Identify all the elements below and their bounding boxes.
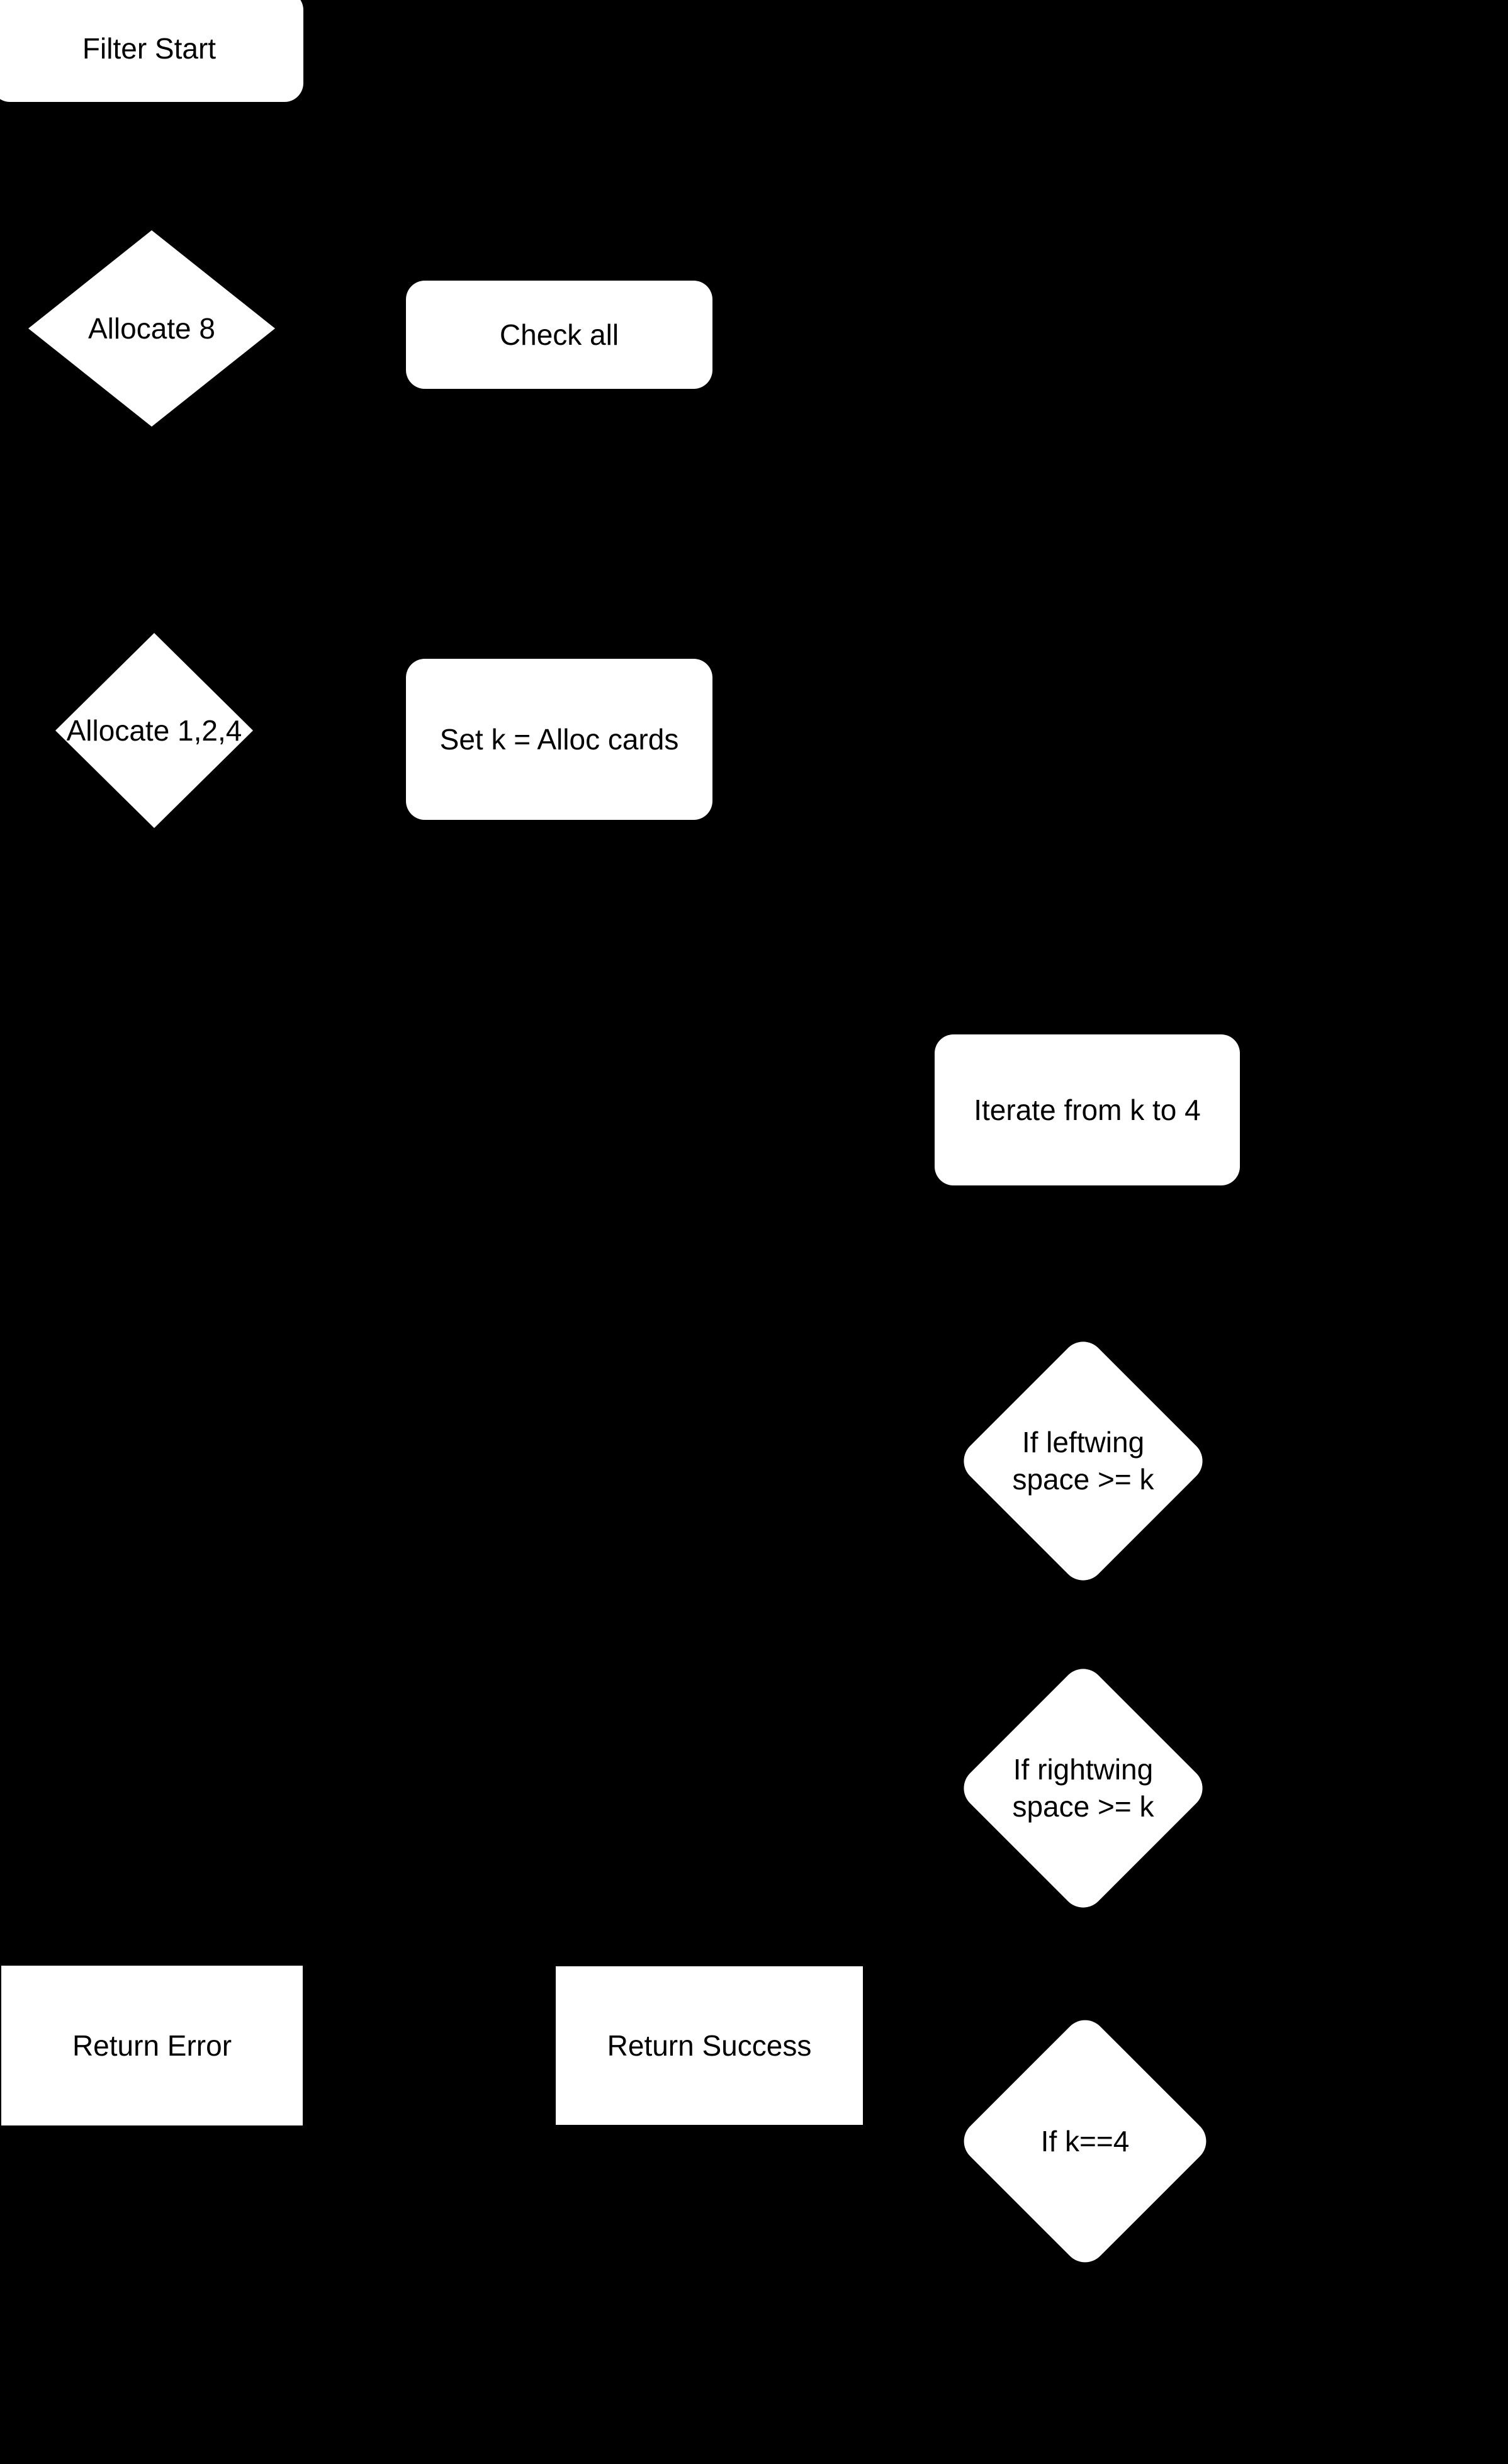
return-success-shape xyxy=(556,1966,863,2125)
node-iterate-from-k-to-4-label: Iterate from k to 4 xyxy=(974,1093,1201,1126)
node-return-success-label: Return Success xyxy=(607,2029,812,2062)
node-return-error-label: Return Error xyxy=(72,2029,232,2062)
node-filter-start-label: Filter Start xyxy=(82,31,217,65)
node-set-k-alloc-cards[interactable]: Set k = Alloc cards xyxy=(406,659,712,820)
node-if-k-equals-4[interactable]: If k==4 xyxy=(955,2011,1215,2271)
check-all-shape xyxy=(406,281,712,389)
node-allocate-8-label: Allocate 8 xyxy=(87,311,215,345)
node-allocate-1-2-4-label: Allocate 1,2,4 xyxy=(66,714,242,747)
node-if-leftwing-space[interactable]: If leftwing space >= k xyxy=(955,1333,1212,1589)
node-allocate-1-2-4[interactable]: Allocate 1,2,4 xyxy=(55,633,253,828)
filter-start-shape xyxy=(0,0,303,102)
node-iterate-from-k-to-4[interactable]: Iterate from k to 4 xyxy=(935,1034,1240,1185)
node-if-rightwing-space[interactable]: If rightwing space >= k xyxy=(955,1660,1212,1917)
set-k-alloc-cards-shape xyxy=(406,659,712,820)
node-allocate-8[interactable]: Allocate 8 xyxy=(28,230,275,427)
node-set-k-alloc-cards-label: Set k = Alloc cards xyxy=(439,722,679,756)
node-filter-start[interactable]: Filter Start xyxy=(0,0,303,102)
return-error-shape xyxy=(1,1966,303,2125)
node-check-all-label: Check all xyxy=(499,318,619,351)
iterate-from-k-to-4-shape xyxy=(935,1034,1240,1185)
node-return-success[interactable]: Return Success xyxy=(556,1966,863,2125)
node-if-leftwing-space-label: If leftwing space >= k xyxy=(1012,1426,1154,1496)
node-if-rightwing-space-label: If rightwing space >= k xyxy=(1012,1753,1154,1823)
node-check-all[interactable]: Check all xyxy=(406,281,712,389)
node-if-k-equals-4-label: If k==4 xyxy=(1040,2124,1130,2158)
node-return-error[interactable]: Return Error xyxy=(1,1966,303,2125)
